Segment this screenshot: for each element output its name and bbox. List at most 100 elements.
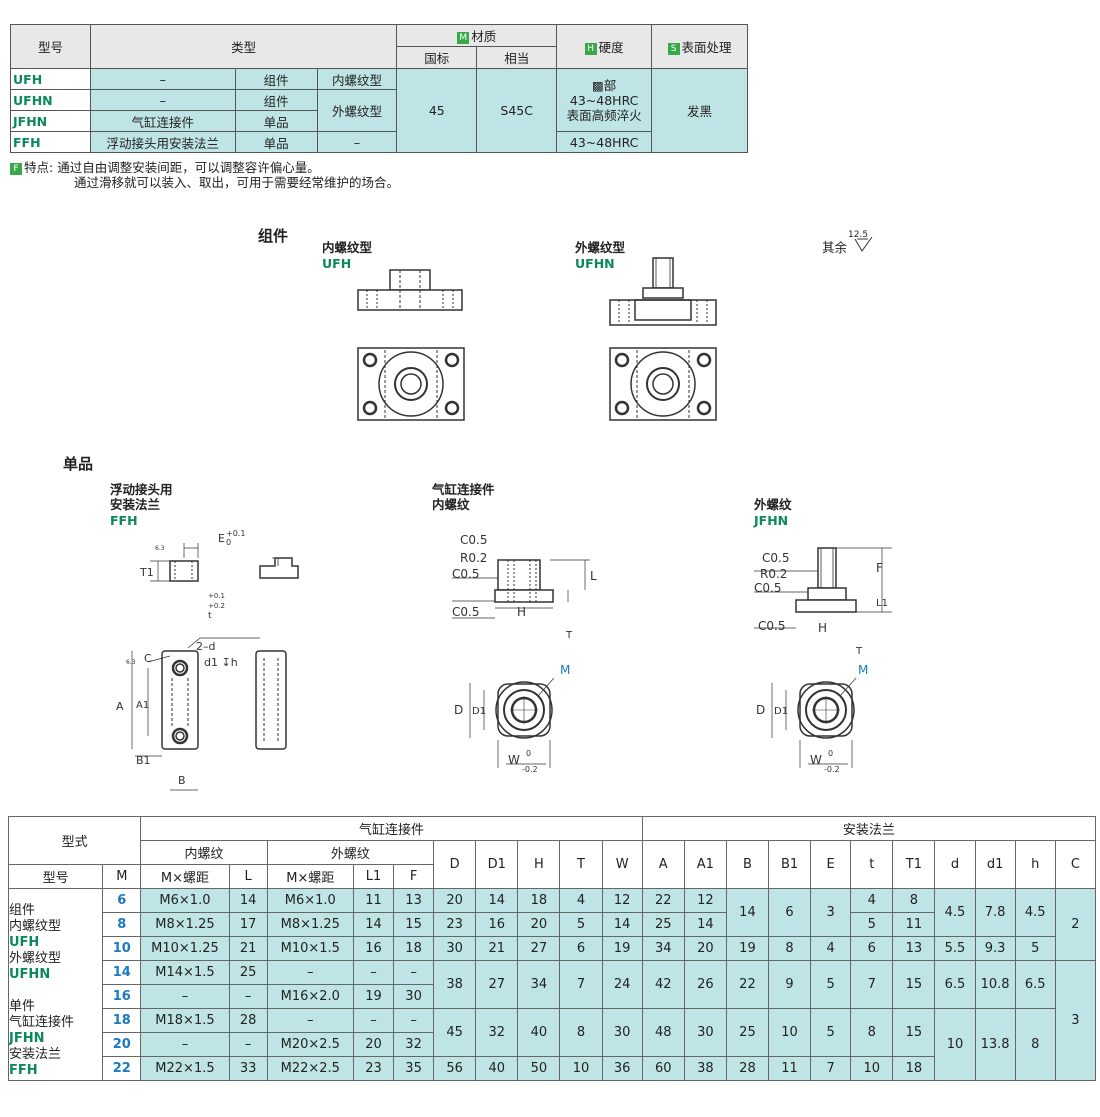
dim-M: M xyxy=(858,663,868,677)
dim-T: T xyxy=(565,630,573,641)
dim-B: B xyxy=(178,774,186,787)
row-kind: 组件 xyxy=(234,89,318,111)
cell-T: 4 xyxy=(559,888,603,913)
cell-T1: 13 xyxy=(892,936,936,961)
dim-D1: D1 xyxy=(774,706,788,717)
dim-c05: C0.5 xyxy=(762,551,789,565)
header-D: D xyxy=(433,840,477,889)
header-inner: 内螺纹 xyxy=(140,840,268,865)
outer-L1: 23 xyxy=(352,1056,395,1081)
inner-thread: M6×1.0 xyxy=(140,888,230,913)
cell-E: 5 xyxy=(810,1008,852,1057)
m-size: 16 xyxy=(102,984,142,1009)
ufh-drawing xyxy=(357,269,465,421)
cell-D1: 14 xyxy=(475,888,519,913)
cell-B: 22 xyxy=(725,960,770,1009)
cell-D: 30 xyxy=(433,936,477,961)
section-assembly: 组件 xyxy=(258,227,289,245)
cell-C: 2 xyxy=(1054,888,1097,961)
row-code: JFHN xyxy=(10,110,91,132)
feature-line: 通过自由调整安装间距，可以调整容许偏心量。 xyxy=(57,160,320,175)
cell-W: 12 xyxy=(601,888,643,913)
dim-w-tol2: -0.2 xyxy=(522,765,538,774)
outer-L1: 11 xyxy=(352,888,395,913)
dim-T: T xyxy=(855,646,863,657)
cell-D1: 27 xyxy=(475,960,519,1009)
hardness-tag-icon: H xyxy=(584,43,597,55)
cell-t: 10 xyxy=(850,1056,894,1081)
inner-thread: M8×1.25 xyxy=(140,912,230,937)
dim-t: t xyxy=(208,611,212,621)
dim-E-tol: +0.1 xyxy=(226,529,245,538)
ffh-drawing: E +0.1 0 T1 t +0.2 +0.1 2–d d1 ↧h C A A1… xyxy=(116,529,299,791)
row-thread: 外螺纹型 xyxy=(316,89,398,132)
cell-B: 28 xyxy=(725,1056,770,1081)
header-D1: D1 xyxy=(475,840,519,889)
cell-D1: 32 xyxy=(475,1008,519,1057)
header-model: 型号 xyxy=(10,24,91,69)
row-type: – xyxy=(89,68,236,90)
rough-63: 6.3 xyxy=(126,659,136,666)
cell-T: 8 xyxy=(559,1008,603,1057)
ufhn-name: 外螺纹型 xyxy=(575,240,626,255)
cell-h: 4.5 xyxy=(1014,888,1056,937)
m-size: 22 xyxy=(102,1056,142,1081)
dim-r02: R0.2 xyxy=(460,551,487,565)
rest-label: 其余 xyxy=(822,240,848,255)
dim-M: M xyxy=(560,663,570,677)
cell-H: 34 xyxy=(517,960,561,1009)
outer-thread: M16×2.0 xyxy=(266,984,354,1009)
cell-d1: 9.3 xyxy=(974,936,1016,961)
cell-d1: 13.8 xyxy=(974,1008,1016,1081)
cell-E: 3 xyxy=(810,888,852,937)
header-outer: 外螺纹 xyxy=(266,840,435,865)
cell-E: 7 xyxy=(810,1056,852,1081)
row-code: UFHN xyxy=(10,89,91,111)
spec-table: 型式 气缸连接件 安装法兰 内螺纹 外螺纹 D D1 H T W A A1 B … xyxy=(7,816,1097,1081)
header-mxp2: M×螺距 xyxy=(266,864,354,889)
header-F: F xyxy=(393,864,435,889)
cell-D: 56 xyxy=(433,1056,477,1081)
inner-L: 14 xyxy=(228,888,268,913)
cell-B1: 9 xyxy=(767,960,812,1009)
cell-A1: 12 xyxy=(683,888,727,913)
header-T: T xyxy=(559,840,603,889)
row-type: 浮动接头用安装法兰 xyxy=(89,131,236,153)
m-size: 10 xyxy=(102,936,142,961)
outer-F: – xyxy=(393,960,435,985)
row-thread: 内螺纹型 xyxy=(316,68,398,90)
jfhn-code: JFHN xyxy=(754,513,789,528)
cell-W: 19 xyxy=(601,936,643,961)
row-type: – xyxy=(89,89,236,111)
cell-B: 19 xyxy=(725,936,770,961)
header-mxp: M×螺距 xyxy=(140,864,230,889)
cell-d: 10 xyxy=(934,1008,976,1081)
inner-L: 28 xyxy=(228,1008,268,1033)
m-size: 18 xyxy=(102,1008,142,1033)
inner-L: 33 xyxy=(228,1056,268,1081)
feature-tag-icon: F xyxy=(10,163,22,175)
outer-thread: – xyxy=(266,1008,354,1033)
cell-T1: 15 xyxy=(892,960,936,1009)
cell-A: 42 xyxy=(641,960,685,1009)
cell-H: 27 xyxy=(517,936,561,961)
outer-thread: M22×2.5 xyxy=(266,1056,354,1081)
cell-A1: 30 xyxy=(683,1008,727,1057)
outer-thread: M8×1.25 xyxy=(266,912,354,937)
cell-H: 20 xyxy=(517,912,561,937)
header-L1: L1 xyxy=(352,864,395,889)
cell-T1: 11 xyxy=(892,912,936,937)
cell-t: 7 xyxy=(850,960,894,1009)
jfhn-name: 外螺纹 xyxy=(754,497,792,512)
hardness-value-ffh: 43~48HRC xyxy=(556,131,653,153)
feature-line: 通过滑移就可以装入、取出，可用于需要经常维护的场合。 xyxy=(74,175,400,190)
cell-W: 36 xyxy=(601,1056,643,1081)
cell-d: 5.5 xyxy=(934,936,976,961)
inner-thread: – xyxy=(140,1032,230,1057)
inner-thread: M14×1.5 xyxy=(140,960,230,985)
cell-D: 23 xyxy=(433,912,477,937)
outer-F: 18 xyxy=(393,936,435,961)
